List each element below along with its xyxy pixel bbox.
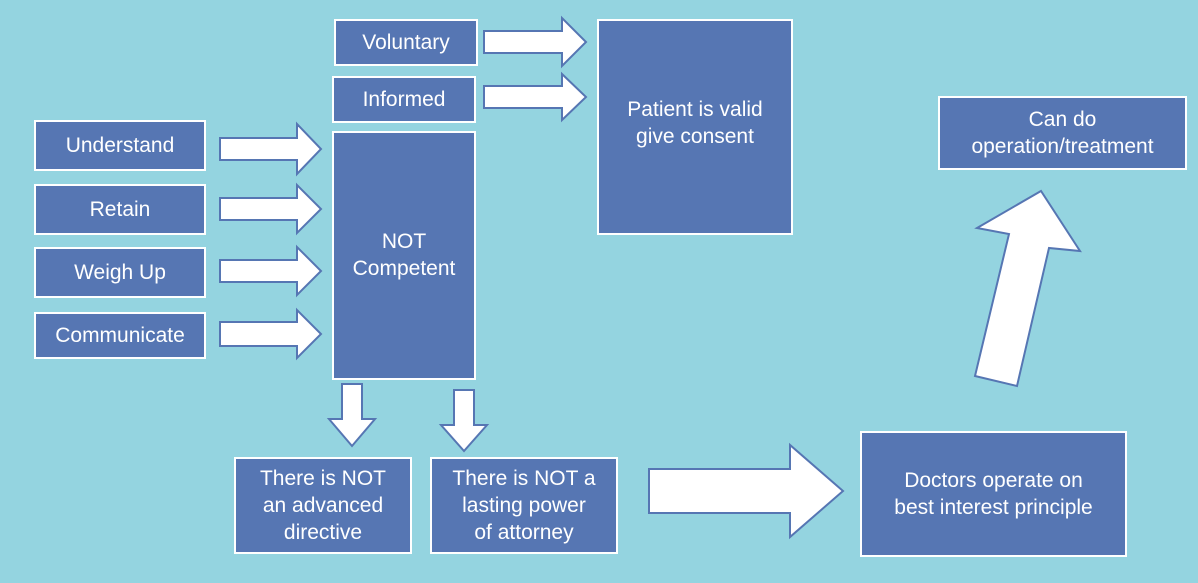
can-do-box: Can do operation/treatment: [938, 96, 1187, 170]
valid-consent-label: Patient is valid give consent: [627, 98, 763, 149]
retain-label: Retain: [89, 197, 151, 221]
communicate-box: Communicate: [34, 312, 206, 359]
weigh-up-label: Weigh Up: [74, 260, 166, 284]
not-competent-label: NOT Competent: [352, 230, 456, 281]
weigh-up-box: Weigh Up: [34, 247, 206, 298]
informed-label: Informed: [362, 87, 446, 111]
can-do-label: Can do operation/treatment: [971, 107, 1154, 158]
arrow-informed-to-consent: [483, 71, 588, 123]
valid-consent-box: Patient is valid give consent: [597, 19, 793, 235]
arrow-to-best-interest: [648, 442, 845, 540]
arrow-understand-to-not-competent: [219, 121, 323, 177]
understand-box: Understand: [34, 120, 206, 171]
no-attorney-box: There is NOT a lasting power of attorney: [430, 457, 618, 554]
no-directive-box: There is NOT an advanced directive: [234, 457, 412, 554]
arrow-up-to-can-do: [973, 189, 1082, 388]
arrow-down-to-no-directive: [326, 383, 378, 448]
voluntary-box: Voluntary: [334, 19, 478, 66]
best-interest-box: Doctors operate on best interest princip…: [860, 431, 1127, 557]
communicate-label: Communicate: [55, 323, 185, 347]
arrow-voluntary-to-consent: [483, 15, 588, 69]
arrow-retain-to-not-competent: [219, 182, 323, 236]
retain-box: Retain: [34, 184, 206, 235]
arrow-communicate-to-not-competent: [219, 307, 323, 361]
arrow-down-to-no-attorney: [438, 389, 490, 453]
arrow-weigh-up-to-not-competent: [219, 244, 323, 298]
voluntary-label: Voluntary: [362, 30, 450, 54]
informed-box: Informed: [332, 76, 476, 123]
no-directive-label: There is NOT an advanced directive: [259, 466, 387, 545]
understand-label: Understand: [65, 133, 175, 157]
no-attorney-label: There is NOT a lasting power of attorney: [452, 466, 596, 545]
best-interest-label: Doctors operate on best interest princip…: [894, 468, 1093, 519]
not-competent-box: NOT Competent: [332, 131, 476, 380]
